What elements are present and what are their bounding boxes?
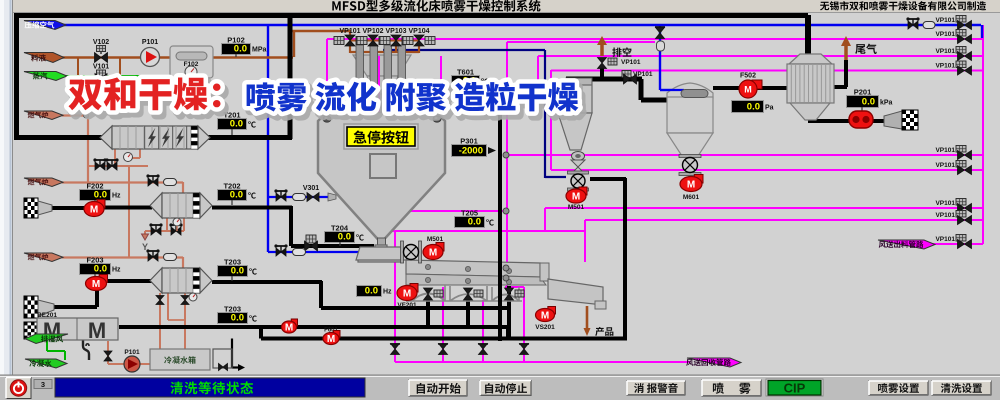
svg-text:0.0: 0.0: [230, 119, 243, 130]
svg-text:P102: P102: [227, 36, 245, 45]
svg-text:Hz: Hz: [112, 193, 121, 200]
svg-text:VP101: VP101: [935, 63, 955, 70]
svg-text:M: M: [429, 248, 437, 259]
svg-text:VP101: VP101: [935, 31, 955, 38]
svg-text:VP101: VP101: [935, 200, 955, 207]
svg-text:T205: T205: [461, 209, 478, 218]
svg-text:0.0: 0.0: [747, 102, 760, 113]
svg-text:M601: M601: [683, 194, 700, 201]
svg-text:V301: V301: [303, 185, 319, 192]
svg-text:MPa: MPa: [252, 47, 267, 54]
svg-text:M: M: [327, 334, 335, 345]
svg-text:VP101: VP101: [935, 212, 955, 219]
svg-text:Pa: Pa: [765, 105, 774, 112]
svg-text:F202: F202: [86, 182, 103, 191]
svg-text:M501: M501: [427, 236, 444, 243]
svg-text:0.0: 0.0: [468, 217, 481, 228]
svg-text:VS201: VS201: [535, 324, 555, 331]
svg-text:Hz: Hz: [112, 267, 121, 274]
svg-text:P201: P201: [854, 88, 872, 97]
svg-text:M: M: [90, 205, 98, 216]
svg-text:M: M: [572, 192, 580, 203]
svg-text:VP101: VP101: [935, 147, 955, 154]
svg-text:M: M: [285, 323, 293, 334]
svg-text:VF201: VF201: [397, 302, 417, 309]
svg-text:M501: M501: [568, 204, 585, 211]
svg-text:T601: T601: [457, 68, 474, 77]
svg-text:P301: P301: [460, 137, 478, 146]
svg-text:M: M: [403, 289, 411, 300]
svg-text:M: M: [88, 318, 106, 343]
svg-text:P101: P101: [142, 39, 158, 46]
svg-text:0.0: 0.0: [94, 264, 107, 275]
svg-text:T201: T201: [223, 111, 240, 120]
svg-text:M: M: [687, 180, 695, 191]
svg-text:V101: V101: [93, 64, 109, 71]
svg-text:T202: T202: [223, 182, 240, 191]
svg-text:P101: P101: [124, 349, 140, 356]
svg-text:F502: F502: [740, 73, 756, 80]
svg-text:VP101: VP101: [935, 48, 955, 55]
svg-text:F601: F601: [324, 328, 338, 334]
svg-text:kPa: kPa: [880, 100, 893, 107]
svg-text:VP101: VP101: [935, 236, 955, 243]
svg-text:T204: T204: [331, 224, 349, 233]
svg-text:VP101: VP101: [935, 17, 955, 24]
svg-text:VP101: VP101: [633, 71, 653, 78]
svg-text:0.0: 0.0: [338, 232, 351, 243]
svg-text:Hz: Hz: [383, 289, 392, 296]
svg-text:0.0: 0.0: [94, 190, 107, 201]
svg-text:T203: T203: [224, 305, 241, 314]
svg-text:VP104: VP104: [408, 28, 429, 35]
svg-text:M: M: [744, 85, 752, 95]
svg-text:0.0: 0.0: [862, 97, 875, 108]
svg-text:0.0: 0.0: [230, 190, 243, 201]
svg-text:F203: F203: [86, 256, 103, 265]
svg-text:F102: F102: [184, 61, 199, 68]
svg-text:VP101: VP101: [935, 162, 955, 169]
svg-text:VP101: VP101: [339, 28, 360, 35]
svg-text:0.0: 0.0: [365, 286, 378, 297]
svg-text:0.0: 0.0: [231, 313, 244, 324]
svg-text:VP103: VP103: [385, 28, 406, 35]
svg-text:T203: T203: [224, 258, 241, 267]
svg-text:-2000: -2000: [459, 146, 483, 157]
svg-text:CIP: CIP: [784, 381, 806, 396]
svg-text:M: M: [541, 311, 549, 322]
svg-text:M: M: [92, 279, 100, 290]
svg-text:V102: V102: [93, 39, 109, 46]
svg-text:0.0: 0.0: [234, 44, 247, 55]
svg-text:Y: Y: [142, 242, 148, 252]
svg-text:BE201: BE201: [37, 312, 57, 319]
svg-text:VP102: VP102: [362, 28, 383, 35]
svg-text:VP101: VP101: [621, 59, 641, 66]
svg-text:0.0: 0.0: [231, 266, 244, 277]
svg-text:3: 3: [41, 380, 45, 389]
